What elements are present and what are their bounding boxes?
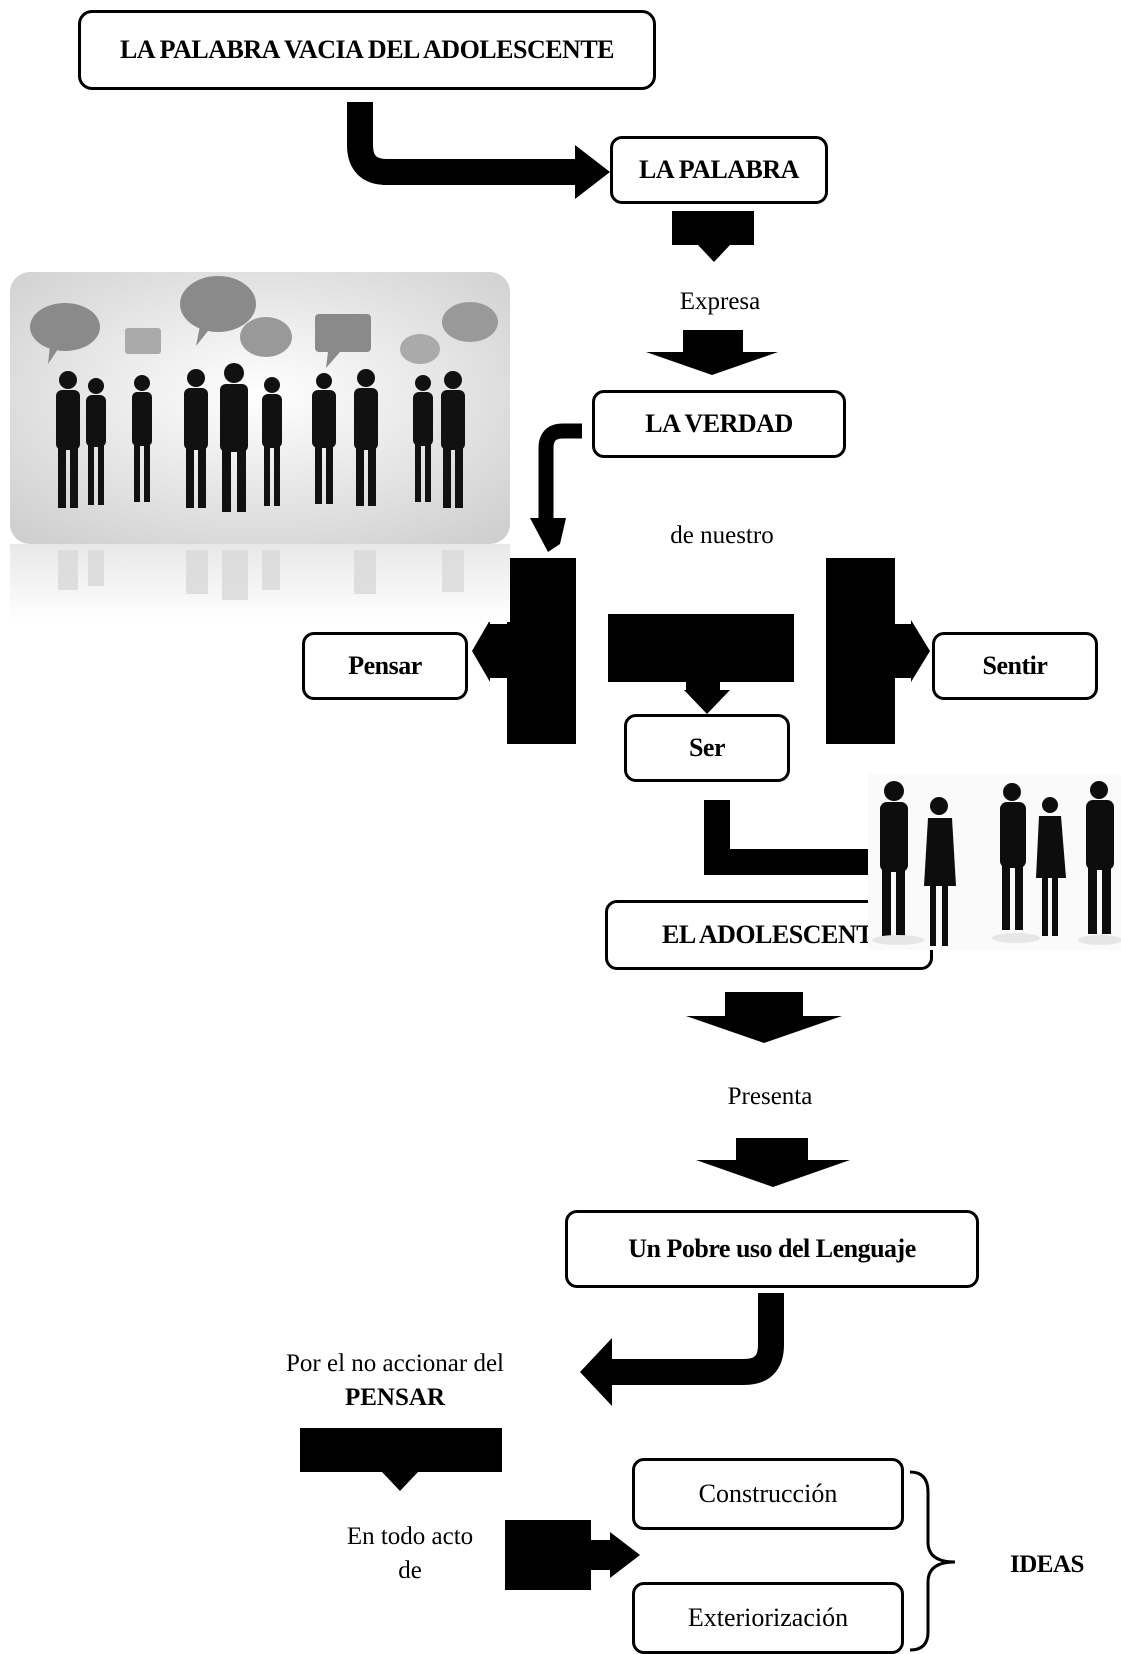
arrow-head-left xyxy=(580,1338,612,1406)
arrow-head-down xyxy=(382,1472,418,1491)
block-arrow-shaft xyxy=(725,992,803,1016)
block-arrow-shaft xyxy=(672,211,754,245)
title-box: LA PALABRA VACIA DEL ADOLESCENTE xyxy=(78,10,656,90)
node-la-palabra: LA PALABRA xyxy=(610,136,828,204)
node-el-adolescente: EL ADOLESCENTE xyxy=(605,900,933,970)
arrow-head-down xyxy=(698,245,730,262)
elbow-arrow-pobre xyxy=(612,1293,784,1385)
label-presenta: Presenta xyxy=(727,1083,813,1110)
node-label: Ser xyxy=(688,733,726,762)
node-sentir: Sentir xyxy=(932,632,1098,700)
label-por-el-no-accionar: Por el no accionar del PENSAR xyxy=(250,1347,540,1415)
label-pensar-caps: PENSAR xyxy=(344,1384,445,1411)
label-ideas: IDEAS xyxy=(1010,1551,1084,1578)
split-block-left xyxy=(507,558,576,744)
arrow-to-sentir xyxy=(895,620,930,682)
node-label: Sentir xyxy=(982,651,1048,680)
arrow-head-down xyxy=(696,1160,850,1187)
label-en-todo-acto: En todo acto de xyxy=(346,1523,474,1584)
block-arrow-shaft xyxy=(505,1520,591,1590)
node-exteriorizacion: Exteriorización xyxy=(632,1582,904,1654)
arrow-to-ser xyxy=(684,682,730,714)
node-pobre-uso: Un Pobre uso del Lenguaje xyxy=(565,1210,979,1288)
arrow-head-down xyxy=(530,518,566,552)
arrow-head-right xyxy=(575,145,610,199)
node-label: LA VERDAD xyxy=(645,409,793,438)
node-la-verdad: LA VERDAD xyxy=(592,390,846,458)
label-expresa: Expresa xyxy=(679,288,761,315)
block-arrow-shaft xyxy=(300,1428,502,1472)
arrow-head-down xyxy=(686,1016,842,1043)
label-de-nuestro: de nuestro xyxy=(670,522,774,549)
arrow-head-right xyxy=(591,1532,640,1578)
node-label: Pensar xyxy=(348,651,422,680)
node-label: Construcción xyxy=(698,1479,838,1508)
arrow-to-pensar xyxy=(472,620,507,682)
node-ser: Ser xyxy=(624,714,790,782)
node-construccion: Construcción xyxy=(632,1458,904,1530)
elbow-arrow-title-to-palabra xyxy=(347,102,580,185)
split-block-center xyxy=(608,614,794,682)
block-arrow-shaft xyxy=(683,330,743,352)
node-label: EL ADOLESCENTE xyxy=(662,920,890,949)
photo-people-speech-bubbles xyxy=(10,272,510,622)
elbow-arrow-verdad xyxy=(538,423,582,520)
arrow-head-down xyxy=(646,352,778,375)
block-arrow-shaft xyxy=(736,1138,808,1160)
node-label: Un Pobre uso del Lenguaje xyxy=(628,1234,916,1263)
node-label: Exteriorización xyxy=(687,1603,849,1632)
title-text: LA PALABRA VACIA DEL ADOLESCENTE xyxy=(119,35,615,64)
elbow-arrow-ser xyxy=(704,800,890,875)
bracket xyxy=(909,1470,956,1652)
node-pensar: Pensar xyxy=(302,632,468,700)
node-label: LA PALABRA xyxy=(639,155,799,184)
split-block-right xyxy=(826,558,895,744)
